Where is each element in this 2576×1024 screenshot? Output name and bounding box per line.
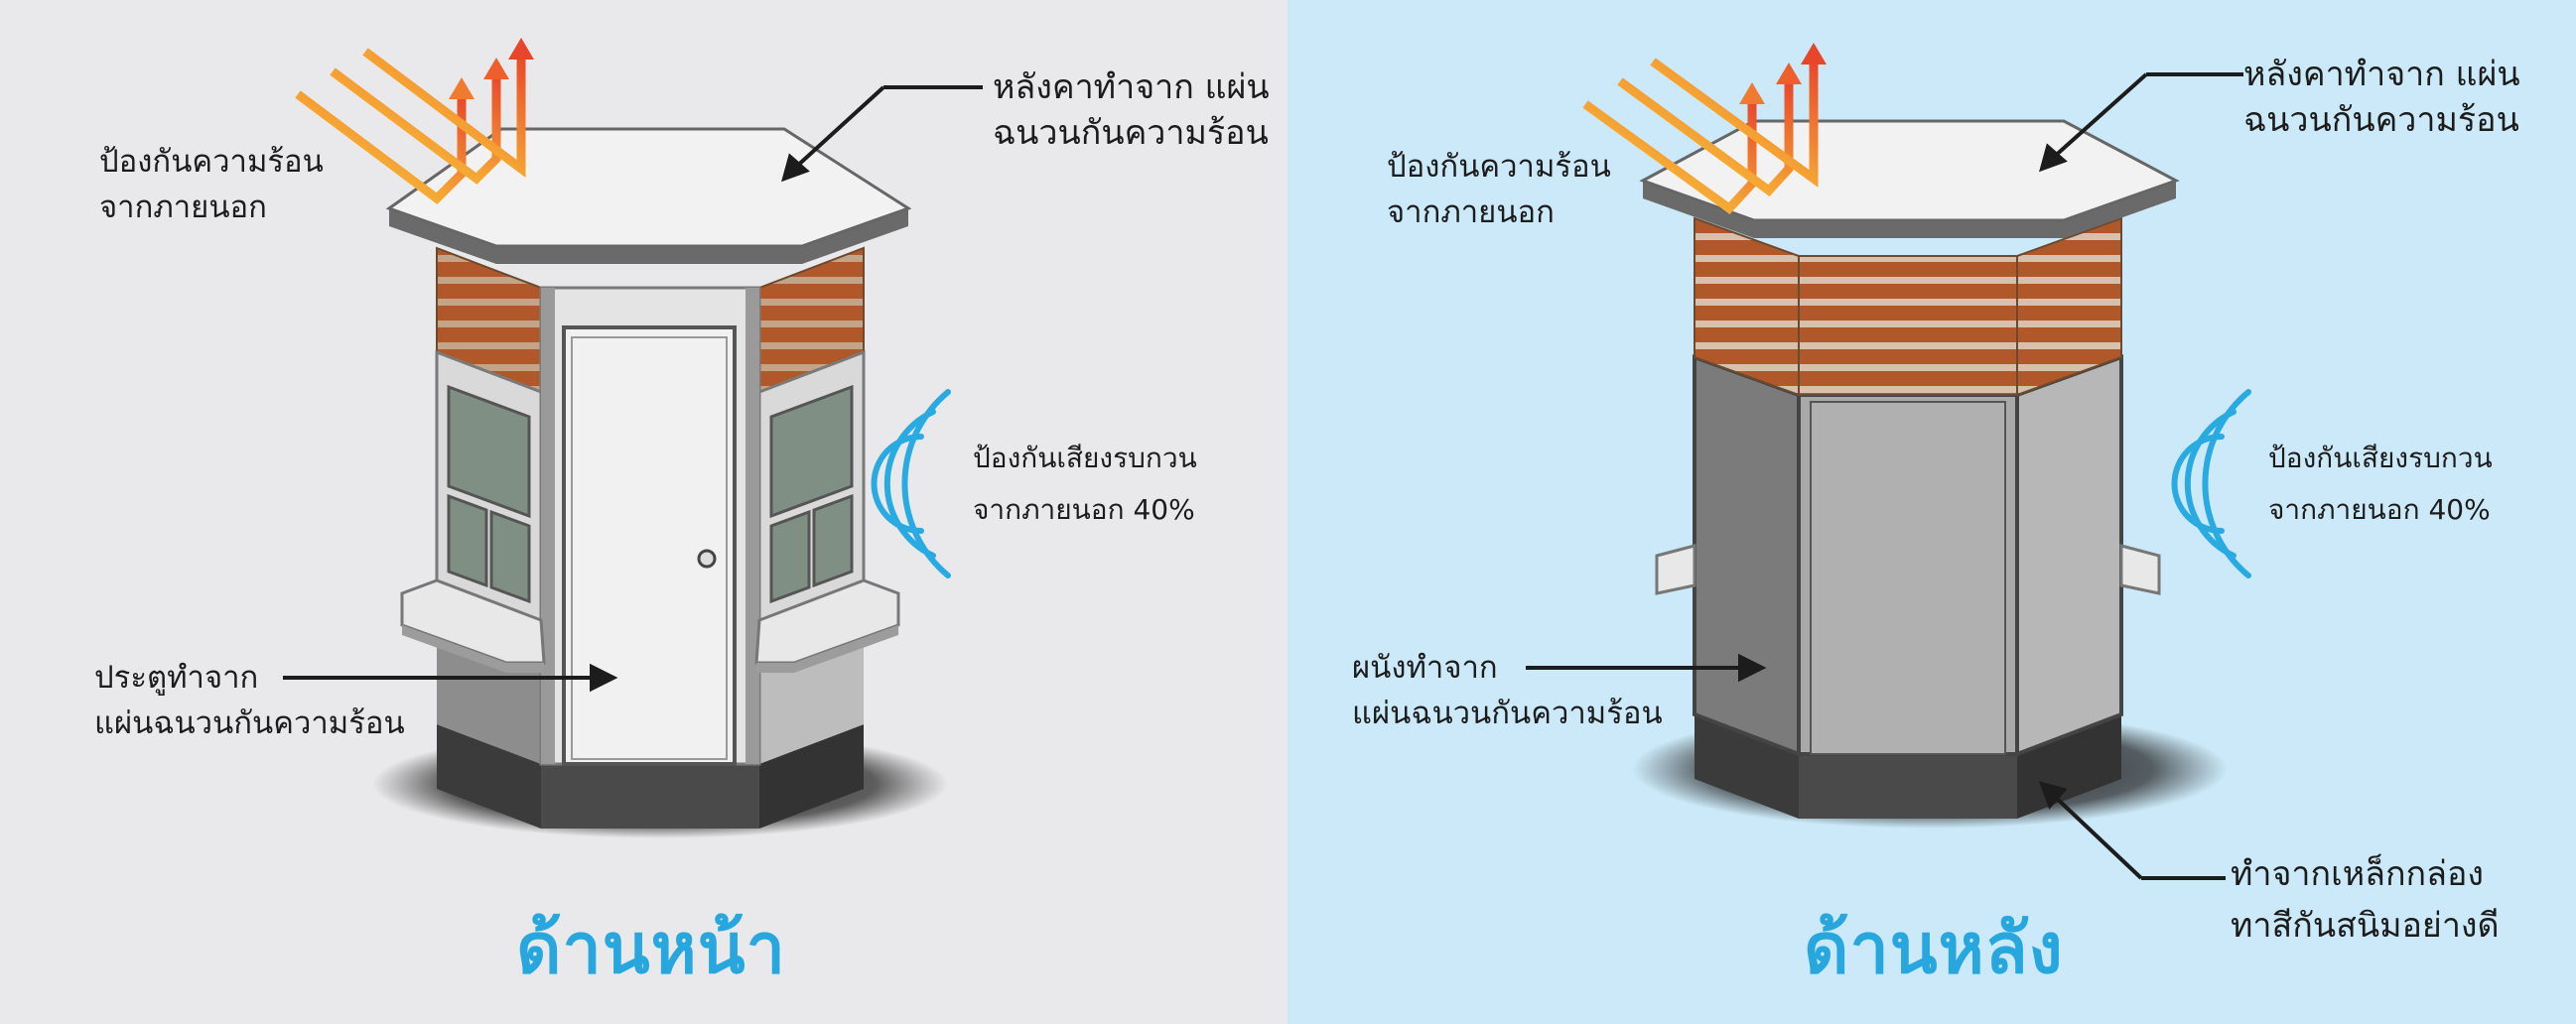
window-left: [447, 384, 531, 519]
roof-side: [1643, 181, 2176, 238]
roof: [385, 127, 912, 248]
back-sound-label: ป้องกันเสียงรบกวน จากภายนอก 40%: [2268, 442, 2493, 526]
roof-side: [389, 208, 908, 264]
front-sound-label: ป้องกันเสียงรบกวน จากภายนอก 40%: [973, 442, 1197, 526]
front-view-panel: ป้องกันความร้อน จากภายนอก หลังคาทำจาก แผ…: [0, 0, 1288, 1024]
back-booth-illustration: [1526, 43, 2251, 880]
back-heat-label: ป้องกันความร้อน จากภายนอก: [1387, 149, 1611, 230]
front-view-title: ด้านหน้า: [516, 908, 786, 989]
back-roof-label: หลังคาทำจาก แผ่น ฉนวนกันความร้อน: [2243, 55, 2520, 140]
heat-rays-icon: [295, 48, 526, 204]
back-view-title: ด้านหลัง: [1804, 908, 2064, 989]
booth-base: [1695, 714, 1799, 819]
back-view-panel: ป้องกันความร้อน จากภายนอก หลังคาทำจาก แผ…: [1288, 0, 2576, 1024]
heat-rays-icon: [1582, 58, 1819, 214]
wood-slats-center: [1798, 255, 2018, 396]
front-door-label: ประตูทำจาก แผ่นฉนวนกันความร้อน: [94, 660, 405, 741]
back-wall-label: ผนังทำจาก แผ่นฉนวนกันความร้อน: [1352, 650, 1663, 731]
sound-waves-icon: [871, 389, 951, 578]
booth-base: [437, 724, 541, 829]
door-knob: [697, 549, 717, 569]
wall-panel-right: [2015, 354, 2123, 757]
front-booth-illustration: [283, 38, 983, 838]
sound-waves-icon: [2171, 389, 2251, 578]
front-door: [562, 325, 737, 766]
window-right: [769, 384, 854, 519]
wall-panel-left: [1693, 354, 1801, 757]
wood-slats-right: [2016, 216, 2122, 397]
back-frame-label: ทำจากเหล็กกล่อง ทาสีกันสนิมอย่างดี: [2231, 854, 2500, 946]
front-roof-label: หลังคาทำจาก แผ่น ฉนวนกันความร้อน: [993, 67, 1270, 153]
front-heat-label: ป้องกันความร้อน จากภายนอก: [99, 144, 324, 225]
